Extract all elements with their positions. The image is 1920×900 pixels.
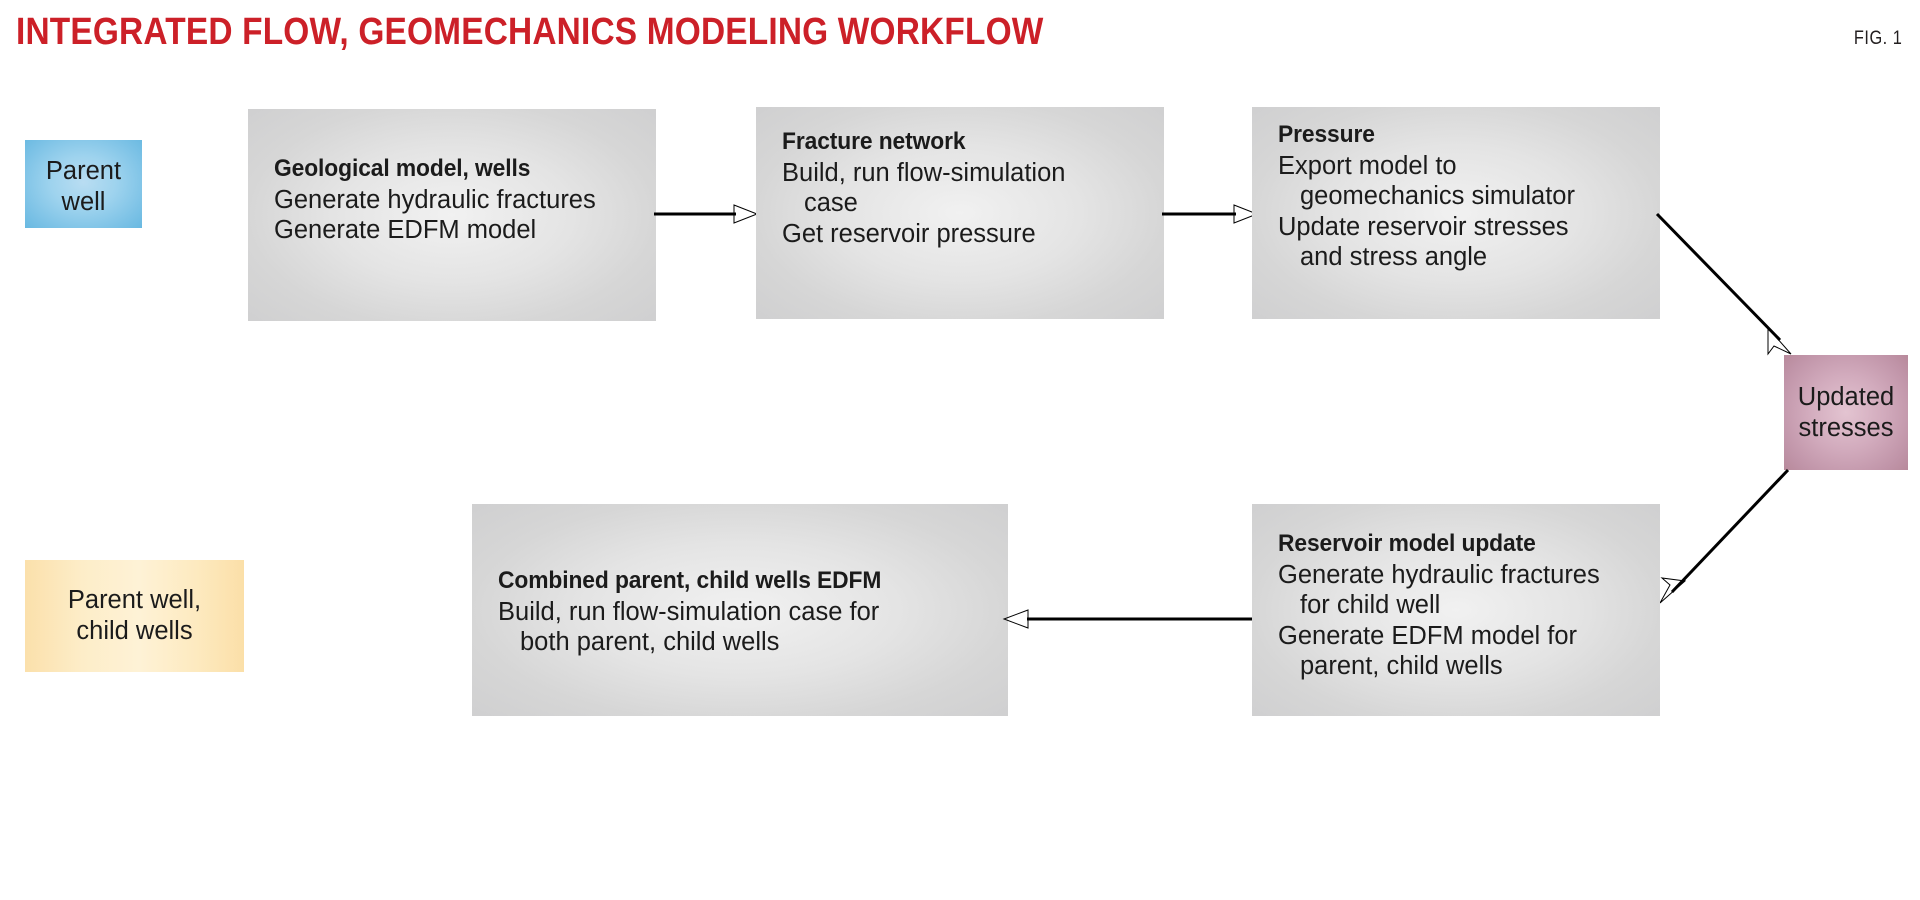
node-geological-model: Geological model, wells Generate hydraul…: [248, 109, 656, 321]
node-updated-stresses: Updated stresses: [1784, 355, 1908, 470]
node-combined-edfm-line-2: both parent, child wells: [520, 628, 780, 656]
node-geological-model-line-2: Generate EDFM model: [274, 216, 537, 244]
node-geological-model-heading: Geological model, wells: [274, 155, 531, 182]
connector-pressure-to-updated-stresses: [1655, 212, 1792, 356]
node-combined-edfm-text: Combined parent, child wells EDFM Build,…: [498, 566, 998, 658]
node-pressure-line-2: geomechanics simulator: [1300, 182, 1575, 210]
node-pressure-line-4: and stress angle: [1300, 243, 1488, 271]
node-combined-edfm: Combined parent, child wells EDFM Build,…: [472, 504, 1008, 716]
connector-fracture-to-pressure: [1162, 204, 1259, 224]
node-reservoir-model-update-text: Reservoir model update Generate hydrauli…: [1278, 529, 1650, 682]
node-combined-edfm-line-1: Build, run flow-simulation case for: [498, 597, 880, 626]
node-pressure-heading: Pressure: [1278, 121, 1375, 148]
node-reservoir-model-update-line-3: Generate EDFM model for: [1278, 621, 1578, 650]
connector-reservoir-to-combined: [1002, 609, 1255, 629]
node-reservoir-model-update-heading: Reservoir model update: [1278, 530, 1536, 557]
node-parent-well-line-2: well: [61, 188, 106, 216]
node-fracture-network-line-3: Get reservoir pressure: [782, 219, 1036, 248]
node-geological-model-line-1: Generate hydraulic fractures: [274, 185, 596, 214]
node-reservoir-model-update-line-4: parent, child wells: [1300, 652, 1503, 680]
node-parent-child-wells-line-2: child wells: [76, 617, 193, 645]
node-fracture-network-text: Fracture network Build, run flow-simulat…: [782, 127, 1154, 249]
node-reservoir-model-update-line-1: Generate hydraulic fractures: [1278, 560, 1600, 589]
node-pressure-line-1: Export model to: [1278, 151, 1457, 180]
figure-number-label: FIG. 1: [1853, 28, 1902, 49]
node-parent-child-wells-label: Parent well, child wells: [25, 585, 244, 647]
node-combined-edfm-heading: Combined parent, child wells EDFM: [498, 567, 882, 594]
node-pressure-text: Pressure Export model to geomechanics si…: [1278, 120, 1650, 273]
connector-updated-stresses-to-reservoir: [1659, 468, 1790, 604]
node-parent-well-label: Parent well: [25, 156, 142, 218]
node-parent-child-wells-line-1: Parent well,: [67, 586, 202, 614]
node-fracture-network-line-2: case: [804, 189, 858, 217]
node-pressure: Pressure Export model to geomechanics si…: [1252, 107, 1660, 319]
node-updated-stresses-line-2: stresses: [1798, 414, 1894, 442]
node-parent-well: Parent well: [25, 140, 142, 228]
node-geological-model-text: Geological model, wells Generate hydraul…: [274, 154, 646, 246]
connector-geological-to-fracture: [654, 204, 759, 224]
node-updated-stresses-line-1: Updated: [1797, 383, 1895, 411]
node-reservoir-model-update: Reservoir model update Generate hydrauli…: [1252, 504, 1660, 716]
node-fracture-network: Fracture network Build, run flow-simulat…: [756, 107, 1164, 319]
node-parent-well-line-1: Parent: [45, 157, 122, 185]
node-parent-child-wells: Parent well, child wells: [25, 560, 244, 672]
node-fracture-network-heading: Fracture network: [782, 128, 966, 155]
node-pressure-line-3: Update reservoir stresses: [1278, 212, 1569, 241]
node-fracture-network-line-1: Build, run flow-simulation: [782, 158, 1066, 187]
node-reservoir-model-update-line-2: for child well: [1300, 591, 1441, 619]
page-title: INTEGRATED FLOW, GEOMECHANICS MODELING W…: [16, 11, 1044, 53]
node-updated-stresses-label: Updated stresses: [1784, 382, 1908, 444]
